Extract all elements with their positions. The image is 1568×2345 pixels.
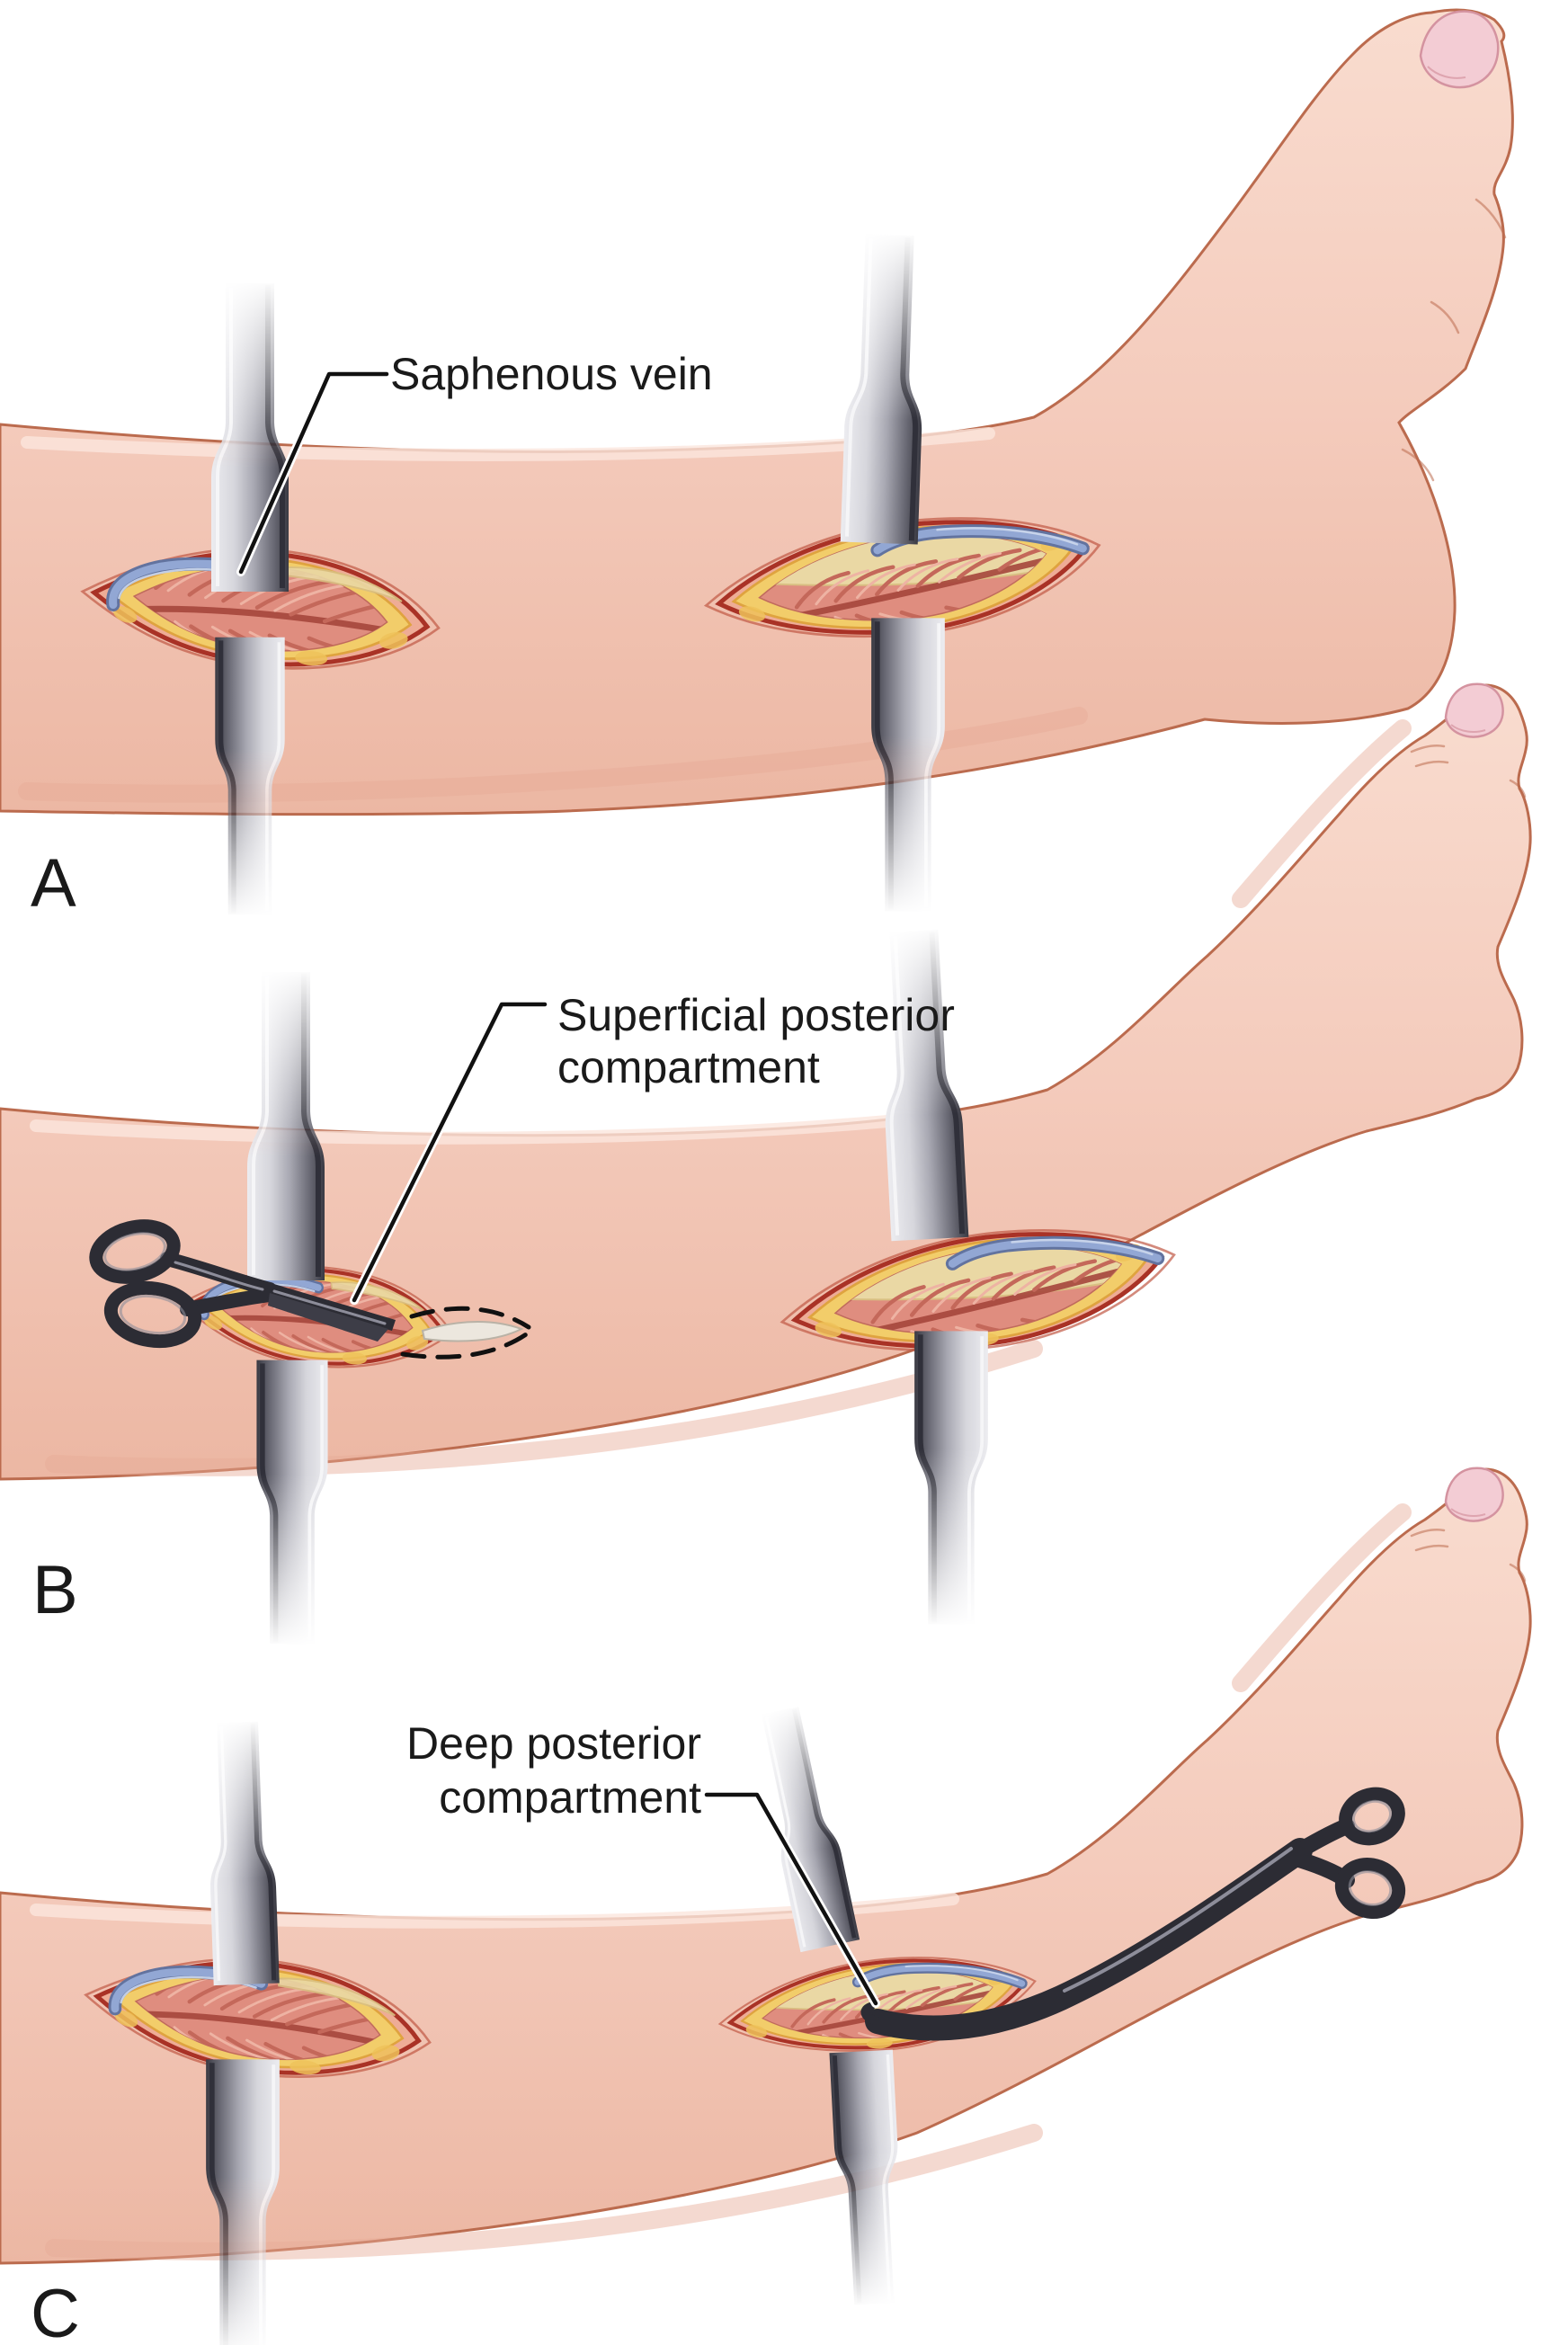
label-superficial-posterior-line2: compartment	[557, 1042, 820, 1092]
label-deep-posterior-line2: compartment	[439, 1772, 701, 1823]
retractor-c1-top	[205, 1721, 280, 1985]
hemostat	[860, 1787, 1406, 2041]
retractor-c1-bottom	[206, 2059, 280, 2345]
retractor-b1-bottom	[256, 1360, 327, 1645]
scissors	[89, 1219, 396, 1349]
label-superficial-posterior-line1: Superficial posterior	[557, 990, 955, 1040]
panel-letter-a: A	[31, 845, 76, 922]
panel-letter-c: C	[31, 2276, 80, 2345]
toenail-a	[1419, 10, 1500, 89]
retractor-b1-top	[247, 972, 325, 1280]
panel-letter-b: B	[32, 1552, 78, 1628]
leader-line-b	[352, 1002, 548, 1303]
leader-line-c	[704, 1792, 878, 2006]
fascia-sliver	[421, 1321, 524, 1342]
retractor-b2-bottom	[914, 1331, 988, 1624]
panel-a: Saphenous vein A	[0, 8, 1514, 922]
leader-line-a	[238, 371, 389, 575]
label-deep-posterior-line1: Deep posterior	[406, 1718, 701, 1769]
dashed-fasciotomy-extension-bottom	[400, 1330, 531, 1360]
retractor-b2-top	[876, 929, 969, 1241]
panel-b: Superficial posterior compartment B	[0, 684, 1530, 1644]
dashed-fasciotomy-extension-top	[409, 1306, 531, 1330]
retractor-a2-top	[841, 234, 929, 545]
panel-c: Deep posterior compartment C	[0, 1468, 1530, 2345]
label-saphenous-vein: Saphenous vein	[390, 349, 713, 399]
